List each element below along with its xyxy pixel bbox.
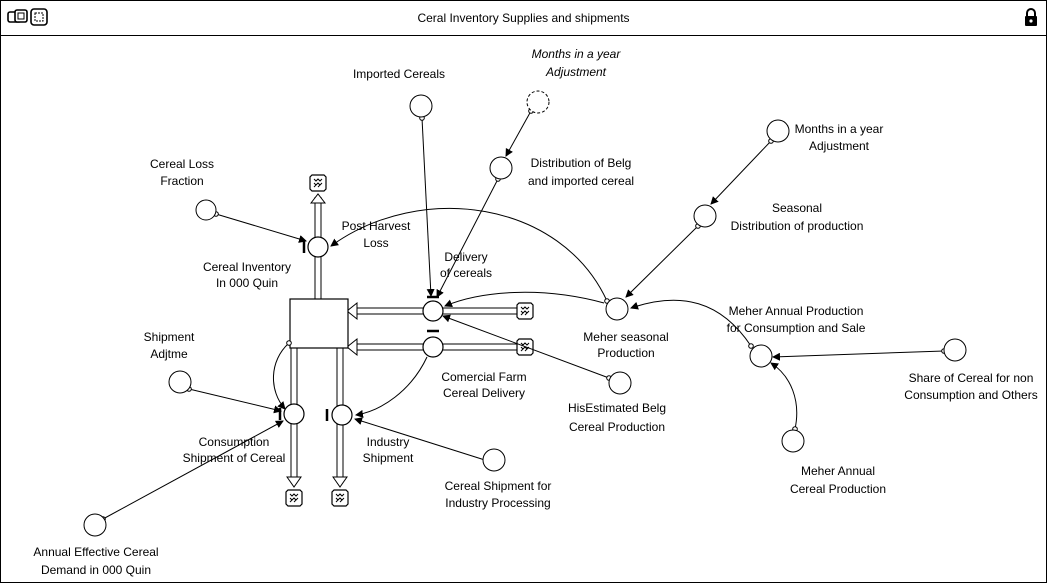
- label-his-estimated-belg: HisEstimated Belg: [568, 401, 666, 415]
- converter-imported-cereals[interactable]: [409, 94, 433, 118]
- label-shipment-adjtme: Shipment: [144, 330, 195, 344]
- label-his-estimated-belg: Cereal Production: [569, 420, 665, 434]
- label-consumption: Consumption: [199, 435, 270, 449]
- label-industry: Shipment: [363, 451, 414, 465]
- label-meher-annual-consumption: for Consumption and Sale: [727, 321, 866, 335]
- model-layer-icon[interactable]: [30, 8, 48, 26]
- converter-months-ghost[interactable]: [526, 90, 550, 114]
- map-layer-icon[interactable]: [7, 8, 29, 26]
- label-months-ghost: Months in a year: [532, 47, 622, 61]
- converter-meher-annual-cereal[interactable]: [781, 429, 805, 453]
- label-shipment-adjtme: Adjtme: [150, 347, 188, 361]
- label-annual-effective-demand: Annual Effective Cereal: [33, 545, 158, 559]
- title-bar: Ceral Inventory Supplies and shipments: [1, 1, 1046, 36]
- converter-his-estimated-belg[interactable]: [608, 371, 632, 395]
- converter-meher-seasonal[interactable]: [605, 297, 629, 321]
- flow-consumption-shipment[interactable]: [283, 403, 305, 425]
- label-meher-seasonal: Meher seasonal: [583, 330, 668, 344]
- label-share-cereal: Share of Cereal for non: [909, 371, 1034, 385]
- label-cereal-loss-fraction: Cereal Loss: [150, 157, 214, 171]
- flow-comercial-farm-delivery[interactable]: [422, 336, 444, 358]
- converter-seasonal-distribution[interactable]: [693, 204, 717, 228]
- flow-delivery-of-cereals[interactable]: [422, 300, 444, 322]
- flow-valves: [278, 236, 444, 426]
- label-months-adjustment: Adjustment: [809, 139, 870, 153]
- label-months-ghost: Adjustment: [545, 65, 607, 79]
- label-comercial-farm: Comercial Farm: [441, 370, 526, 384]
- label-cereal-shipment-industry: Industry Processing: [445, 496, 550, 510]
- cloud-source-icon: [309, 174, 327, 192]
- label-meher-annual-consumption: Meher Annual Production: [729, 304, 864, 318]
- cloud-sink-icon: [331, 489, 349, 507]
- label-delivery: Delivery: [444, 250, 487, 264]
- converter-share-cereal[interactable]: [943, 338, 967, 362]
- labels: Cereal Inventory In 000 Quin Post Harves…: [33, 47, 1037, 577]
- label-seasonal-distribution: Seasonal: [772, 201, 822, 215]
- label-annual-effective-demand: Demand in 000 Quin: [41, 563, 151, 577]
- label-cereal-loss-fraction: Fraction: [160, 174, 203, 188]
- lock-icon[interactable]: [1023, 7, 1039, 27]
- converters: [83, 90, 967, 537]
- converter-annual-effective-demand[interactable]: [83, 513, 107, 537]
- converter-cereal-shipment-industry[interactable]: [482, 448, 506, 472]
- flow-arrowheads: [286, 193, 358, 488]
- label-post-harvest-loss: Loss: [363, 236, 388, 250]
- label-imported-cereals: Imported Cereals: [353, 67, 445, 81]
- diagram-canvas: Cereal Inventory In 000 Quin Post Harves…: [33, 47, 1037, 577]
- connectors: [100, 108, 947, 522]
- label-consumption: Shipment of Cereal: [183, 451, 286, 465]
- label-stock: Cereal Inventory: [203, 260, 291, 274]
- converter-meher-annual-consumption[interactable]: [749, 344, 773, 368]
- label-cereal-shipment-industry: Cereal Shipment for: [445, 479, 552, 493]
- cloud-sink-icon: [285, 489, 303, 507]
- cloud-source-icon: [516, 302, 534, 320]
- label-distribution-belg: Distribution of Belg: [531, 156, 632, 170]
- label-post-harvest-loss: Post Harvest: [342, 219, 411, 233]
- label-meher-annual-cereal: Cereal Production: [790, 482, 886, 496]
- label-comercial-farm: Cereal Delivery: [443, 386, 525, 400]
- flow-industry-shipment[interactable]: [331, 404, 353, 426]
- label-meher-seasonal: Production: [597, 346, 654, 360]
- label-meher-annual-cereal: Meher Annual: [801, 464, 875, 478]
- converter-shipment-adjtme[interactable]: [168, 370, 192, 394]
- label-stock: In 000 Quin: [216, 276, 278, 290]
- label-seasonal-distribution: Distribution of production: [731, 219, 864, 233]
- label-industry: Industry: [367, 435, 410, 449]
- label-share-cereal: Consumption and Others: [904, 388, 1037, 402]
- label-distribution-belg: and imported cereal: [528, 174, 634, 188]
- label-delivery: of cereals: [440, 266, 492, 280]
- stock-cereal-inventory[interactable]: [289, 298, 349, 349]
- converter-cereal-loss-fraction[interactable]: [195, 199, 217, 221]
- window-title: Ceral Inventory Supplies and shipments: [417, 11, 630, 25]
- label-months-adjustment: Months in a year: [795, 122, 884, 136]
- converter-months-adjustment[interactable]: [766, 119, 790, 143]
- flow-post-harvest-loss[interactable]: [307, 236, 329, 258]
- converter-distribution-belg[interactable]: [489, 156, 513, 180]
